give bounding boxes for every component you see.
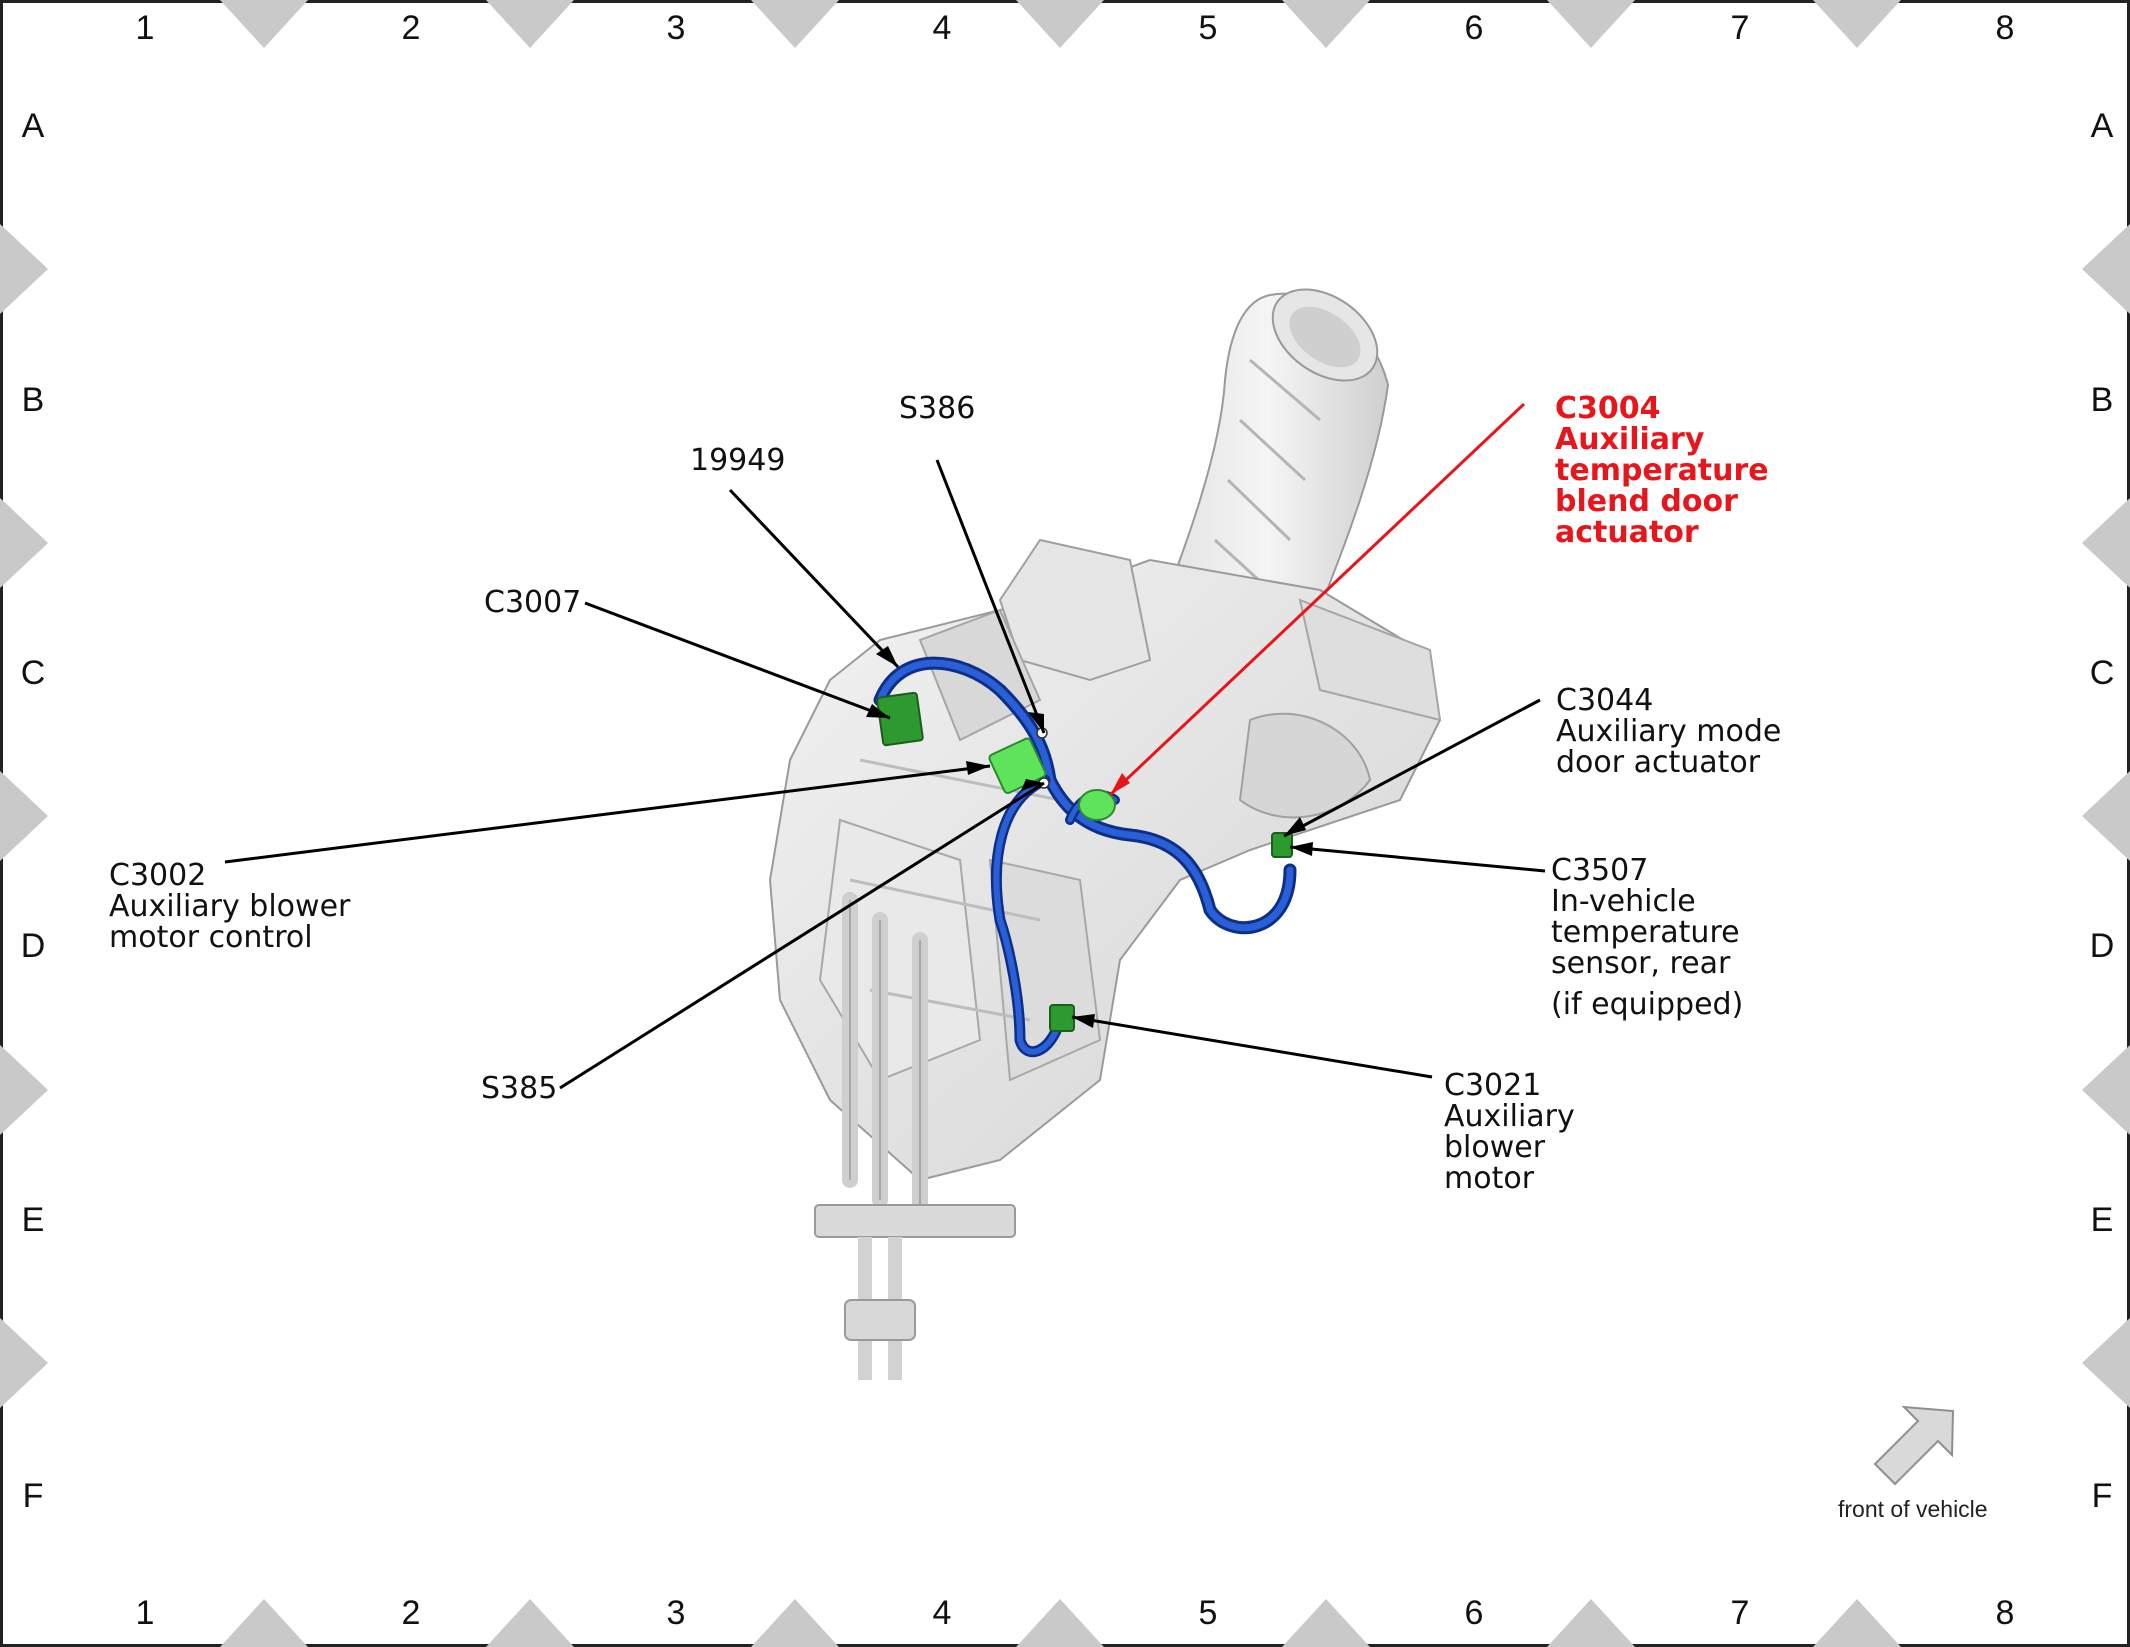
column-label-bottom-2: 2 [401,1594,421,1632]
column-label-top-7: 7 [1730,9,1750,47]
column-label-bottom-4: 4 [932,1594,952,1632]
row-label-left-f: F [22,1477,44,1515]
row-label-left-b: B [21,381,45,419]
connectors [876,691,1293,1032]
callout-c3044-line-1: C3044 [1556,683,1654,718]
callout-s386-line-1: S386 [899,391,976,426]
row-label-right-e: E [2090,1201,2114,1239]
callout-c3507: C3507 In-vehicle temperature sensor, rea… [1551,855,1743,1020]
callout-s385-line-1: S385 [481,1071,558,1106]
column-label-bottom-6: 6 [1464,1594,1484,1632]
callout-c3004-line-5: actuator [1555,515,1699,550]
left-markers [0,224,48,1408]
column-label-bottom-7: 7 [1730,1594,1750,1632]
top-markers [220,0,1901,48]
column-label-bottom-1: 1 [135,1594,155,1632]
callout-c3004: C3004 Auxiliary temperature blend door a… [1555,393,1769,548]
callout-c3004-line-2: Auxiliary [1555,422,1705,457]
callout-c3002-line-1: C3002 [109,858,207,893]
row-label-left-c: C [20,654,46,692]
callout-c3021-line-1: C3021 [1444,1068,1542,1103]
callout-c3002-line-2: Auxiliary blower [109,889,351,924]
right-markers [2082,224,2130,1408]
column-label-top-2: 2 [401,9,421,47]
c3004-leader-line [1108,402,1526,797]
row-label-right-b: B [2090,381,2114,419]
leader-lines [224,459,1546,1090]
callout-c3507-line-4: sensor, rear [1551,946,1731,981]
callout-c3021: C3021 Auxiliary blower motor [1444,1070,1575,1194]
callout-c3004-line-3: temperature [1555,453,1769,488]
callout-c3044: C3044 Auxiliary mode door actuator [1556,685,1781,778]
column-label-top-5: 5 [1198,9,1218,47]
coolant-tubes [814,892,1016,1380]
column-label-top-4: 4 [932,9,952,47]
column-label-top-8: 8 [1995,9,2015,47]
column-label-top-1: 1 [135,9,155,47]
callout-s385: S385 [481,1073,557,1104]
row-label-left-a: A [21,107,45,145]
callout-c3004-line-4: blend door [1555,484,1738,519]
callout-c3507-line-2: In-vehicle [1551,884,1696,919]
callout-s386: S386 [899,393,975,424]
column-label-top-3: 3 [666,9,686,47]
callout-c3004-line-1: C3004 [1555,391,1661,426]
row-label-right-d: D [2089,927,2115,965]
row-label-right-f: F [2091,1477,2113,1515]
callout-c3044-line-3: door actuator [1556,745,1761,780]
callout-c3507-line-5: (if equipped) [1551,987,1744,1022]
column-label-bottom-5: 5 [1198,1594,1218,1632]
callout-c3002: C3002 Auxiliary blower motor control [109,860,350,953]
upper-air-duct [1148,288,1390,662]
bottom-markers [220,1599,1901,1647]
callout-c3007-line-1: C3007 [484,585,582,620]
callout-c3007: C3007 [484,587,581,618]
callout-c3021-line-3: blower [1444,1130,1546,1165]
row-label-left-d: D [20,927,46,965]
column-label-top-6: 6 [1464,9,1484,47]
callout-c3507-line-3: temperature [1551,915,1740,950]
front-of-vehicle-label: front of vehicle [1838,1496,1988,1522]
column-label-bottom-8: 8 [1995,1594,2015,1632]
callout-c3021-line-4: motor [1444,1161,1535,1196]
tube-bracket [814,1204,1016,1238]
connector-c3007 [876,691,924,747]
callout-c3002-line-3: motor control [109,920,313,955]
arrowheads [866,646,1313,1028]
connector-c3021 [1049,1004,1075,1032]
callout-19949: 19949 [690,445,785,476]
callout-19949-line-1: 19949 [690,443,786,478]
column-label-bottom-3: 3 [666,1594,686,1632]
row-label-right-c: C [2089,654,2115,692]
front-of-vehicle-arrow-icon [1873,1405,1955,1486]
row-label-right-a: A [2090,107,2114,145]
callout-c3044-line-2: Auxiliary mode [1556,714,1782,749]
row-label-left-e: E [21,1201,45,1239]
connector-c3507 [1271,832,1293,858]
callout-c3507-line-1: C3507 [1551,853,1649,888]
connector-c3004 [1078,789,1116,821]
callout-c3021-line-2: Auxiliary [1444,1099,1575,1134]
